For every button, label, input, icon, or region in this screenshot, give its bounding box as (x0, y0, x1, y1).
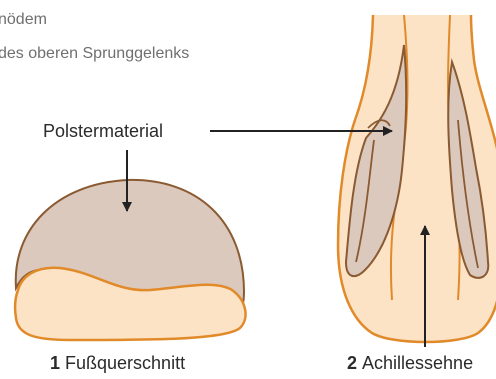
figure-1-number: 1 (50, 353, 60, 373)
foot-cross-section (15, 150, 246, 340)
label-padding-material: Polstermaterial (43, 120, 163, 142)
figure-2-number: 2 (347, 353, 357, 373)
figure-1-title: Fußquerschnitt (65, 353, 185, 373)
achilles-figure (210, 15, 496, 347)
figure-2-title: Achillessehne (362, 353, 473, 373)
